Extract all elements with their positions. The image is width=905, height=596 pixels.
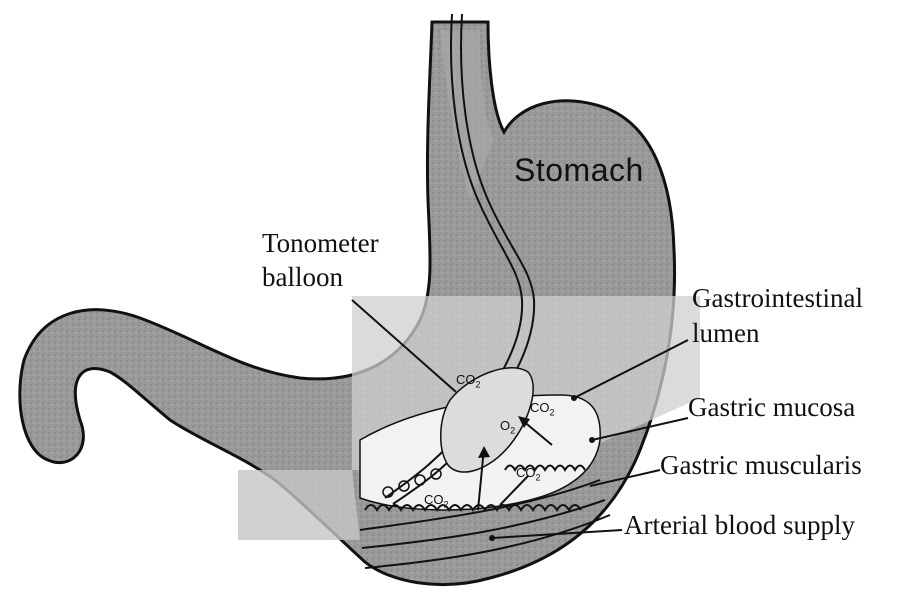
co2-text: CO bbox=[424, 492, 444, 507]
co2-label-mucosa: CO2 bbox=[530, 400, 555, 418]
co2-subscript: 2 bbox=[536, 473, 541, 483]
co2-text: CO bbox=[456, 372, 476, 387]
gi-lumen-label-line1: Gastrointestinal bbox=[692, 283, 863, 313]
tonometer-balloon-label-line2: balloon bbox=[262, 262, 343, 292]
leader-dot bbox=[571, 395, 577, 401]
co2-subscript: 2 bbox=[444, 500, 449, 510]
o2-label: O2 bbox=[500, 418, 515, 436]
co2-label-lower-left: CO2 bbox=[424, 492, 449, 510]
co2-label-lower-right: CO2 bbox=[516, 465, 541, 483]
o2-text: O bbox=[500, 418, 510, 433]
gastric-mucosa-label: Gastric mucosa bbox=[688, 392, 855, 422]
tonometer-balloon-label-line1: Tonometer bbox=[262, 228, 379, 258]
o2-subscript: 2 bbox=[510, 426, 515, 436]
co2-subscript: 2 bbox=[550, 408, 555, 418]
arterial-blood-supply-label: Arterial blood supply bbox=[624, 510, 855, 540]
co2-text: CO bbox=[516, 465, 536, 480]
stomach-title: Stomach bbox=[514, 155, 644, 185]
gi-lumen-label-line2: lumen bbox=[692, 318, 760, 348]
co2-subscript: 2 bbox=[476, 380, 481, 390]
leader-dot bbox=[489, 535, 495, 541]
co2-label-balloon: CO2 bbox=[456, 372, 481, 390]
co2-text: CO bbox=[530, 400, 550, 415]
cutaway-plane-lower bbox=[238, 470, 360, 540]
gastric-muscularis-label: Gastric muscularis bbox=[660, 450, 862, 480]
leader-dot bbox=[589, 437, 595, 443]
